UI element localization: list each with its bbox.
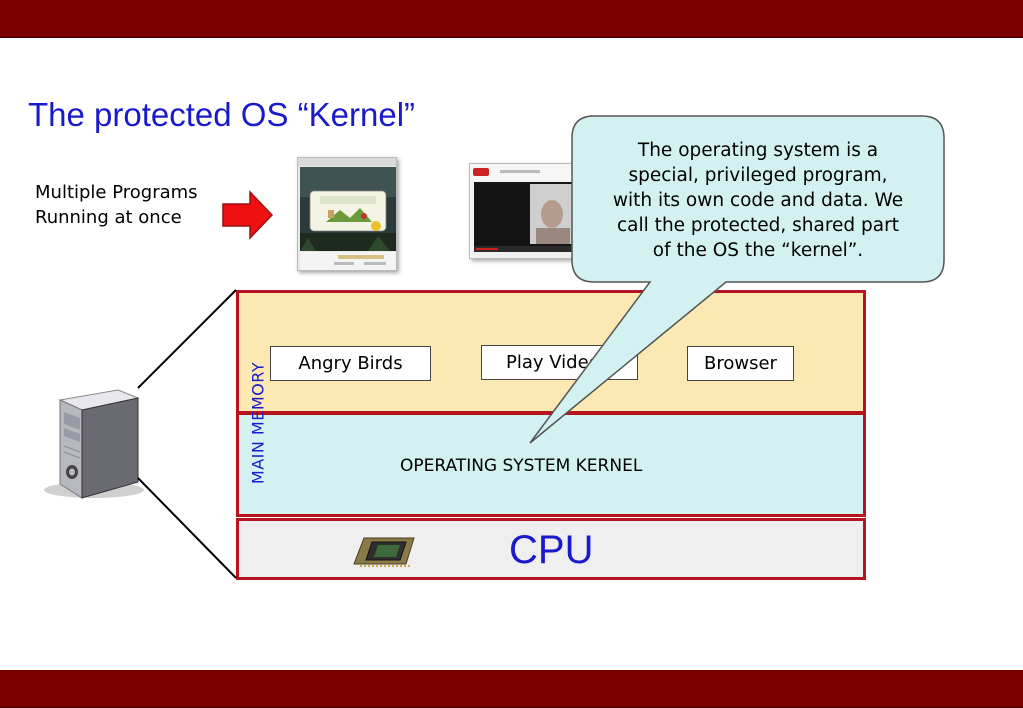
slide-title: The protected OS “Kernel”: [28, 96, 416, 133]
callout-line: special, privileged program,: [628, 165, 888, 186]
right-arrow-icon: [222, 190, 274, 240]
kernel-label: OPERATING SYSTEM KERNEL: [400, 456, 643, 476]
perspective-line-bottom: [137, 477, 237, 579]
program-browser: Browser: [687, 346, 794, 381]
angry-birds-screenshot: [297, 157, 397, 271]
program-angry-birds: Angry Birds: [270, 346, 431, 381]
top-banner: [0, 0, 1023, 38]
cpu-region: [236, 518, 866, 580]
callout-line: with its own code and data. We: [612, 190, 904, 211]
callout-line: of the OS the “kernel”.: [652, 240, 864, 261]
bottom-banner: [0, 670, 1023, 708]
kernel-callout-bubble: [529, 115, 945, 444]
callout-line: call the protected, shared part: [617, 215, 899, 236]
perspective-line-top: [137, 289, 237, 389]
cpu-chip-icon: [353, 537, 415, 567]
kernel-callout-text: The operating system is a special, privi…: [580, 138, 936, 263]
play-video-screenshot: [469, 163, 589, 259]
main-memory-kernel-region: [236, 412, 866, 517]
main-memory-label: MAIN MEMORY: [248, 361, 268, 485]
play-video-thumbnail-art: [470, 164, 588, 258]
angry-birds-thumbnail-art: [298, 158, 396, 270]
programs-label: Multiple Programs Running at once: [35, 180, 198, 230]
cpu-label: CPU: [509, 528, 594, 572]
callout-line: The operating system is a: [637, 140, 879, 161]
programs-label-line-2: Running at once: [35, 207, 182, 228]
server-tower-icon: [44, 389, 144, 499]
programs-label-line-1: Multiple Programs: [35, 182, 198, 203]
